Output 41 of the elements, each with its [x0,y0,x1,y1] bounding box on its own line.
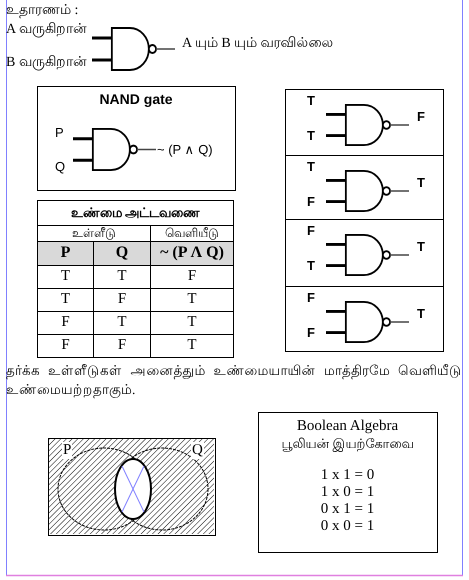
gate-label: ~ (P ∧ Q) [157,143,213,158]
gate-label: T [307,259,315,274]
table-cell: ~ (P Λ Q) [150,241,234,266]
box-title: பூலியன் இயற்கோவை [280,437,415,452]
set-label: Q [191,442,204,460]
equation-text: 0 x 0 = 1 [320,518,376,536]
box-title: Boolean Algebra [296,418,400,436]
gate-label: T [307,129,315,144]
label-text: A வருகிறான் [6,22,87,38]
table-cell: உண்மை அட்டவணை [37,200,234,226]
gate-label: F [307,195,315,210]
label-text: B வருகிறான் [6,55,87,72]
equation-text: 1 x 0 = 1 [320,484,376,502]
gate-box [285,219,444,287]
table-cell: T [150,334,234,358]
gate-label: T [307,94,315,109]
gate-label: T [417,307,425,322]
gate-box [285,155,444,220]
set-label: P [62,442,72,460]
box-title: NAND gate [98,91,174,108]
gate-label: F [307,291,315,306]
equation-text: 0 x 1 = 1 [320,501,376,518]
label-text: A யும் B யும் வரவில்லை [182,36,334,52]
info-box [258,412,438,553]
table-cell: P [37,241,94,266]
gate-label: T [307,160,315,175]
gate-box [285,286,444,352]
table-cell: F [37,334,94,358]
gate-label: F [307,224,315,239]
equation-text: 1 x 1 = 0 [320,467,376,484]
gate-label: T [417,176,425,191]
gate-box [285,89,444,156]
gate-label: P [55,126,64,141]
label-text: உதாரணம் : [6,3,78,20]
table-cell: Q [93,241,151,266]
gate-label: Q [55,160,66,175]
gate-label: T [417,240,425,255]
gate-label: F [417,110,425,125]
gate-box [37,86,236,191]
paragraph-text: தர்க்க உள்ளீடுகள் அனைத்தும் உண்மையாயின் மாத்திரமே வெளியீடு உண்மையற்றதாகும். [6,362,462,399]
gate-label: F [307,326,315,341]
